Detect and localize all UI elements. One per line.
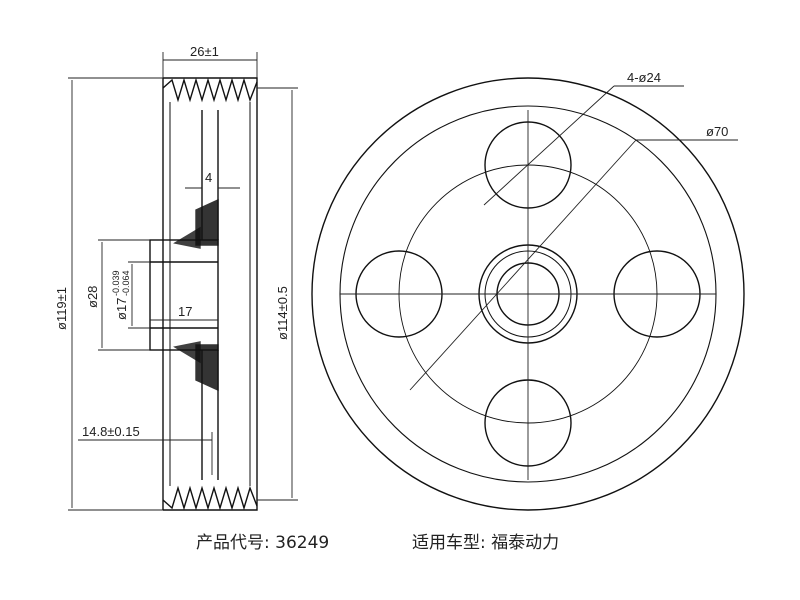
front-view-centerlines (340, 85, 738, 480)
web-section-bottom (195, 344, 219, 392)
product-code-label: 产品代号: 36249 (196, 533, 330, 553)
dim-web: 4 (205, 170, 212, 185)
vehicle-model-label: 适用车型: 福泰动力 (412, 533, 560, 553)
side-view-dimensions (68, 52, 298, 511)
dim-hub-length: 17 (178, 304, 192, 319)
dim-outer-diameter: ø119±1 (54, 287, 69, 330)
dim-hole-pattern: 4-ø24 (627, 70, 661, 85)
dim-hub: ø17 (114, 298, 129, 320)
pulley-outline (163, 77, 258, 511)
bottom-grooves (162, 485, 258, 511)
dim-hub-tol-lower: -0.064 (121, 270, 131, 296)
outer-rim (311, 77, 745, 511)
dim-bore: ø28 (85, 286, 100, 308)
top-grooves (162, 77, 258, 103)
dim-groove-diameter: ø114±0.5 (275, 286, 290, 340)
dim-pitch-circle: ø70 (706, 124, 728, 139)
dim-offset: 14.8±0.15 (82, 424, 140, 439)
dim-hub-tol-upper: -0.039 (111, 270, 121, 296)
dim-width: 26±1 (190, 44, 219, 59)
side-view (149, 77, 258, 511)
